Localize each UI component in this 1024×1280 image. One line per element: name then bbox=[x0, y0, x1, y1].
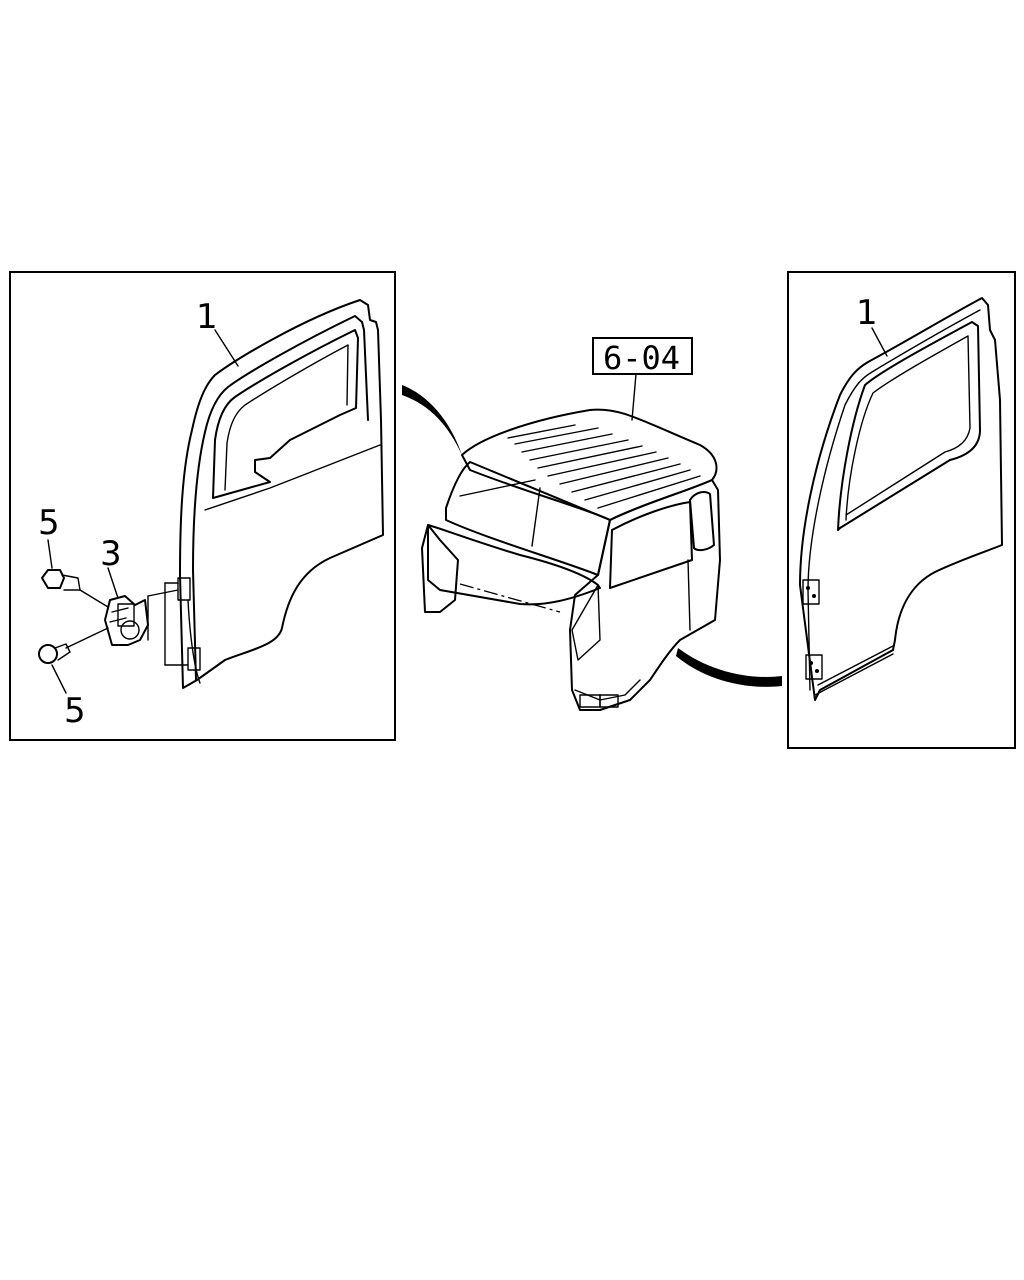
upper-hinge-plate bbox=[177, 577, 191, 601]
reference-label: 6-04 bbox=[603, 339, 680, 377]
left-door-panel: 1 3 5 5 bbox=[9, 271, 396, 741]
lower-bolt-icon bbox=[38, 627, 109, 664]
part-label-5-upper: 5 bbox=[38, 503, 60, 543]
leader-line-right-1 bbox=[871, 327, 888, 357]
connector-arrow-right bbox=[676, 648, 782, 687]
right-door-panel: 1 bbox=[787, 271, 1016, 749]
right-lower-hinge-plate bbox=[805, 654, 823, 680]
connector-arrow-left bbox=[402, 385, 462, 455]
right-panel-frame bbox=[787, 271, 1016, 749]
reference-leader-line bbox=[631, 373, 637, 421]
part-label-5-lower: 5 bbox=[64, 691, 86, 731]
leader-line-left-3 bbox=[107, 567, 119, 599]
reference-frame bbox=[592, 337, 693, 375]
hinge-assembly-icon bbox=[104, 595, 149, 646]
part-label-1-left: 1 bbox=[196, 297, 218, 337]
right-upper-hinge-plate bbox=[802, 579, 820, 605]
upper-bolt-icon bbox=[41, 569, 109, 608]
lower-hinge-plate bbox=[187, 647, 201, 671]
reference-box: 6-04 bbox=[592, 337, 693, 421]
left-panel-frame bbox=[9, 271, 396, 741]
cab-illustration bbox=[421, 408, 721, 711]
part-label-3: 3 bbox=[100, 534, 122, 574]
part-label-1-right: 1 bbox=[856, 293, 878, 333]
right-door-illustration bbox=[799, 297, 1003, 701]
leader-line-left-5a bbox=[47, 539, 53, 569]
leader-line-left-5b bbox=[51, 664, 67, 694]
leader-line-left-1 bbox=[214, 329, 239, 367]
left-door-illustration bbox=[179, 299, 384, 689]
